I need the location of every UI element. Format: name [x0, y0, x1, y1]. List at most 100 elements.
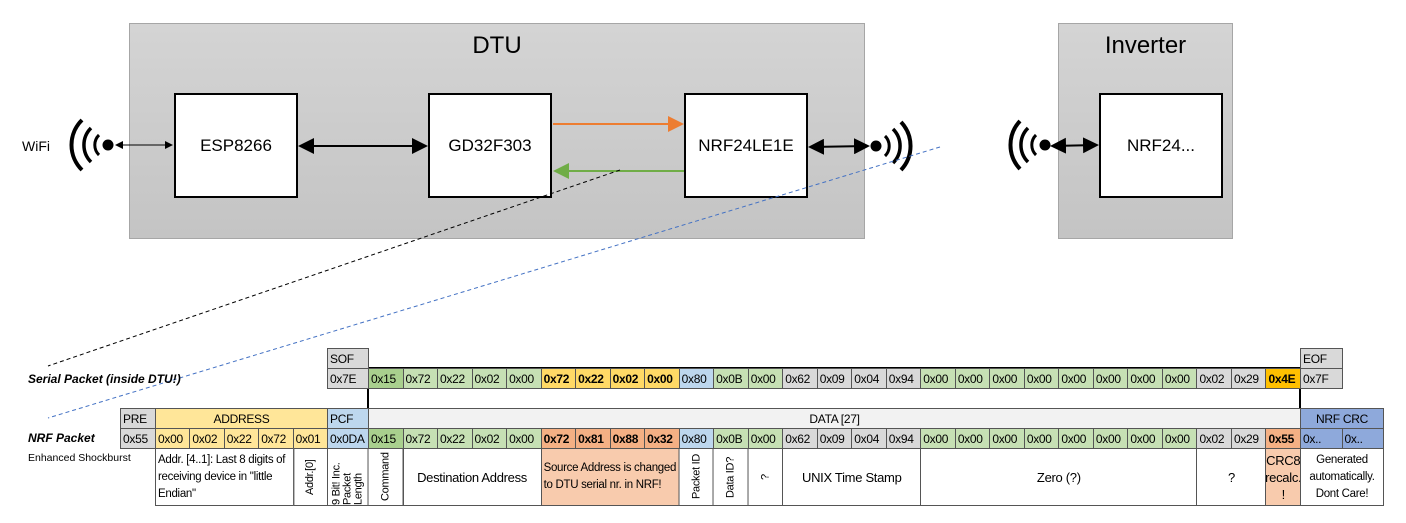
- serial-byte: 0x00: [920, 368, 956, 389]
- field-description: UNIX Time Stamp: [782, 448, 922, 506]
- serial-packet-label: Serial Packet (inside DTU!): [28, 372, 181, 386]
- nrf-byte: 0x00: [1092, 428, 1129, 449]
- pre-byte: 0x55: [120, 428, 156, 449]
- arrow-nrf-antenna: [808, 138, 870, 155]
- serial-byte: 0x00: [1127, 368, 1163, 389]
- serial-byte: 0x0B: [713, 368, 749, 389]
- nrf-byte: 0x94: [885, 428, 922, 449]
- nrf-byte: 0x00: [506, 428, 542, 449]
- nrf-byte: 0x15: [368, 428, 404, 449]
- field-description: ?: [747, 448, 784, 506]
- serial-byte: 0x80: [678, 368, 715, 389]
- serial-byte: 0x02: [1196, 368, 1232, 389]
- serial-byte: 0x00: [747, 368, 784, 389]
- nrf-byte: 0x00: [1127, 428, 1163, 449]
- serial-byte: 0x15: [368, 368, 404, 389]
- nrf-byte: 0x72: [402, 428, 439, 449]
- nrf-byte: 0x88: [609, 428, 646, 449]
- dashed-line-serial: [47, 169, 621, 367]
- serial-byte: 0x00: [644, 368, 680, 389]
- field-description: Command: [368, 448, 404, 506]
- chip-inverter-nrf24: NRF24...: [1099, 93, 1223, 198]
- field-description: Zero (?): [920, 448, 1198, 506]
- pre-header: PRE: [120, 408, 156, 429]
- field-description: ?: [1196, 448, 1267, 506]
- crc-byte: 0x..: [1300, 428, 1343, 449]
- address-byte: 0x00: [155, 428, 191, 449]
- nrf-byte: 0x00: [989, 428, 1025, 449]
- pcf-byte: 0x0DA: [327, 428, 369, 449]
- serial-byte: 0x29: [1230, 368, 1267, 389]
- nrf-byte: 0x04: [851, 428, 887, 449]
- serial-byte: 0x62: [782, 368, 818, 389]
- address-header: ADDRESS: [155, 408, 328, 429]
- sof-byte: 0x7E: [327, 368, 369, 389]
- serial-byte: 0x94: [885, 368, 922, 389]
- dashed-line-nrf: [47, 146, 941, 419]
- serial-byte: 0x4E: [1265, 368, 1301, 389]
- serial-byte: 0x02: [471, 368, 508, 389]
- wifi-label: WiFi: [22, 138, 50, 154]
- sof-header: SOF: [327, 348, 369, 369]
- serial-byte: 0x04: [851, 368, 887, 389]
- field-description: Destination Address: [402, 448, 542, 506]
- nrf-byte: 0x80: [678, 428, 715, 449]
- dtu-title: DTU: [472, 32, 522, 59]
- nrf-byte: 0x00: [1161, 428, 1198, 449]
- field-description: CRC8 recalc. !: [1265, 448, 1301, 506]
- wifi-icon-left: [69, 118, 114, 172]
- inverter-title: Inverter: [1104, 32, 1187, 59]
- chip-esp8266: ESP8266: [174, 93, 298, 198]
- address-byte: 0x22: [223, 428, 260, 449]
- serial-byte: 0x00: [1058, 368, 1094, 389]
- serial-byte: 0x22: [575, 368, 611, 389]
- nrf-byte: 0x0B: [713, 428, 749, 449]
- wifi-icon-inverter: [1008, 119, 1051, 171]
- field-description: Packet ID: [678, 448, 715, 506]
- nrf-packet-sublabel: Enhanced Shockburst: [28, 452, 131, 464]
- chip-nrf24le1e: NRF24LE1E: [684, 93, 808, 198]
- nrf-packet-label: NRF Packet: [28, 431, 95, 445]
- nrf-byte: 0x81: [575, 428, 611, 449]
- serial-byte: 0x09: [816, 368, 853, 389]
- field-description: 9 Bit! Inc. Packet Length: [327, 448, 369, 506]
- serial-byte: 0x72: [402, 368, 439, 389]
- nrf-byte: 0x00: [1058, 428, 1094, 449]
- serial-byte: 0x72: [540, 368, 577, 389]
- crc-byte: 0x..: [1341, 428, 1384, 449]
- address-byte: 0x02: [189, 428, 225, 449]
- nrf-byte: 0x09: [816, 428, 853, 449]
- nrf-byte: 0x22: [437, 428, 473, 449]
- serial-byte: 0x00: [1161, 368, 1198, 389]
- nrf-byte: 0x00: [920, 428, 956, 449]
- nrf-byte: 0x02: [1196, 428, 1232, 449]
- address-byte: 0x01: [292, 428, 328, 449]
- wifi-icon-dtu: [870, 120, 913, 172]
- field-description: Addr.[0]: [292, 448, 328, 506]
- nrf-byte: 0x00: [1023, 428, 1060, 449]
- field-description: Data ID?: [713, 448, 749, 506]
- nrf-byte: 0x55: [1265, 428, 1301, 449]
- serial-byte: 0x00: [1023, 368, 1060, 389]
- chip-gd32f303: GD32F303: [428, 93, 552, 198]
- nrf-byte: 0x00: [954, 428, 991, 449]
- field-description: Source Address is changed to DTU serial …: [540, 448, 680, 506]
- serial-byte: 0x02: [609, 368, 646, 389]
- data-header: DATA [27]: [368, 408, 1301, 429]
- field-description: Generated automatically. Dont Care!: [1300, 448, 1384, 506]
- serial-byte: 0x00: [954, 368, 991, 389]
- serial-byte: 0x00: [989, 368, 1025, 389]
- nrf-byte: 0x02: [471, 428, 508, 449]
- nrf-byte: 0x72: [540, 428, 577, 449]
- nrf-byte: 0x32: [644, 428, 680, 449]
- serial-byte: 0x00: [506, 368, 542, 389]
- address-byte: 0x72: [258, 428, 294, 449]
- field-description: Addr. [4..1]: Last 8 digits of receiving…: [155, 448, 294, 506]
- nrf-byte: 0x62: [782, 428, 818, 449]
- eof-byte: 0x7F: [1300, 368, 1343, 389]
- crc-header: NRF CRC: [1300, 408, 1384, 429]
- pcf-header: PCF: [327, 408, 369, 429]
- arrow-inverter-antenna: [1050, 137, 1099, 154]
- nrf-byte: 0x29: [1230, 428, 1267, 449]
